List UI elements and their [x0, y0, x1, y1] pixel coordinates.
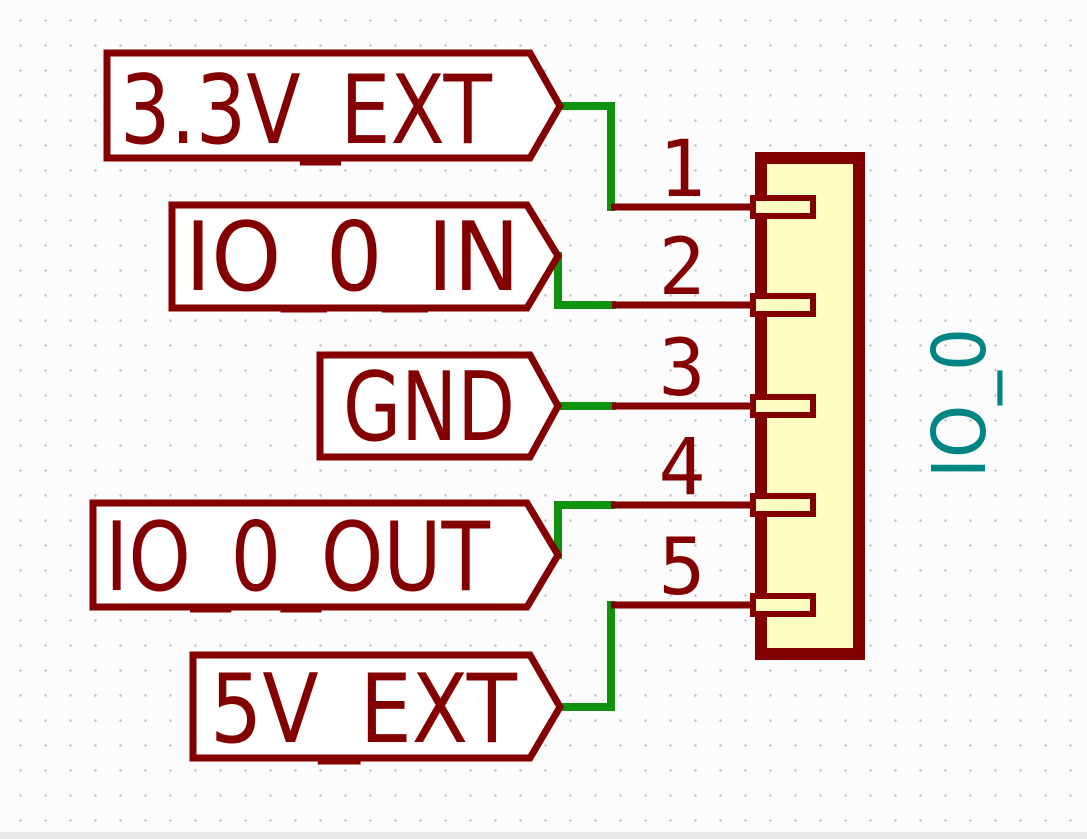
pin-number-5: 5: [659, 523, 706, 613]
wire-io0-out-to-pin4[interactable]: [554, 501, 615, 559]
pin-2-socket-notch: [750, 293, 816, 317]
pin-3-socket-notch: [750, 394, 816, 418]
pin-number-1: 1: [659, 125, 706, 215]
global-label-io0-out-text[interactable]: IO_0_OUT: [105, 503, 491, 613]
global-label-3v3-ext-shape[interactable]: [103, 49, 565, 162]
pin-number-2: 2: [659, 223, 706, 313]
pin-1-socket-notch: [750, 195, 816, 219]
global-label-gnd-text[interactable]: GND: [343, 353, 515, 463]
pin-number-3: 3: [659, 324, 706, 414]
pin-5-socket-notch: [750, 593, 816, 617]
global-label-5v-ext-shape[interactable]: [189, 651, 565, 762]
global-label-5v-ext-text[interactable]: 5V_EXT: [210, 655, 518, 765]
wire-3v3-ext-to-pin1[interactable]: [556, 102, 615, 211]
global-label-gnd-shape[interactable]: [316, 351, 562, 461]
global-label-io0-in-shape[interactable]: [168, 201, 563, 312]
global-label-io0-in-text[interactable]: IO_0_IN: [185, 203, 520, 313]
wire-io0-in-to-pin2[interactable]: [554, 252, 616, 309]
pin-4-socket-notch: [750, 493, 816, 517]
connector-reference-text[interactable]: IO_0: [917, 328, 1003, 478]
horizontal-scrollbar[interactable]: [0, 832, 1087, 839]
wire-5v-ext-to-pin5[interactable]: [556, 601, 615, 711]
pin-number-4: 4: [659, 423, 706, 513]
global-label-io0-out-shape[interactable]: [89, 499, 563, 611]
global-label-3v3-ext-text[interactable]: 3.3V_EXT: [120, 56, 493, 166]
